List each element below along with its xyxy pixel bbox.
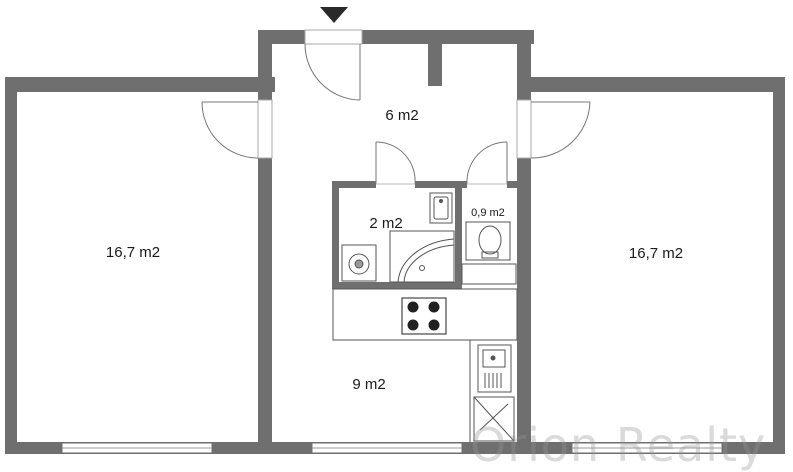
sink-icon bbox=[429, 192, 453, 224]
kitchen-counter bbox=[332, 288, 518, 442]
wall-partition-stub bbox=[428, 44, 442, 86]
wall-right-top bbox=[517, 77, 785, 92]
windows bbox=[61, 442, 723, 454]
wall-bath-left bbox=[332, 181, 339, 287]
hall-area-label: 6 m2 bbox=[385, 107, 418, 124]
doors bbox=[201, 29, 591, 185]
door-entrance bbox=[304, 29, 363, 101]
wall-bath-top-mid bbox=[415, 181, 467, 188]
walls bbox=[5, 30, 785, 454]
refrigerator-icon bbox=[473, 396, 515, 442]
fixtures bbox=[332, 192, 518, 442]
wall-right-outer bbox=[773, 77, 785, 454]
room-right-area-label: 16,7 m2 bbox=[629, 245, 683, 262]
wall-bath-top-right bbox=[507, 181, 519, 188]
door-left-room bbox=[201, 99, 273, 159]
wc-area-label: 0,9 m2 bbox=[471, 207, 505, 219]
bathroom-area-label: 2 m2 bbox=[369, 215, 402, 232]
toilet-icon bbox=[465, 221, 511, 261]
door-bathroom bbox=[375, 141, 416, 185]
stove-icon bbox=[401, 297, 447, 335]
wall-left-top bbox=[5, 77, 275, 92]
door-right-room bbox=[516, 99, 591, 159]
wall-center-left-upper bbox=[258, 30, 272, 100]
entrance-arrow-icon bbox=[320, 7, 348, 23]
wall-center-right-lower bbox=[517, 158, 531, 446]
wall-bath-divider bbox=[455, 181, 462, 289]
wc-shelf bbox=[461, 263, 517, 285]
wall-bath-bottom bbox=[332, 282, 460, 289]
washing-machine-icon bbox=[341, 244, 377, 282]
wall-center-left-mid bbox=[258, 158, 272, 446]
door-wc bbox=[466, 141, 508, 185]
wall-left-outer bbox=[5, 77, 17, 454]
room-left-area-label: 16,7 m2 bbox=[106, 244, 160, 261]
kitchen-area-label: 9 m2 bbox=[352, 376, 385, 393]
kitchen-sink-icon bbox=[477, 344, 512, 393]
wall-bath-top-left bbox=[332, 181, 376, 188]
wall-center-top-right bbox=[362, 30, 534, 44]
shower-icon bbox=[389, 230, 455, 283]
